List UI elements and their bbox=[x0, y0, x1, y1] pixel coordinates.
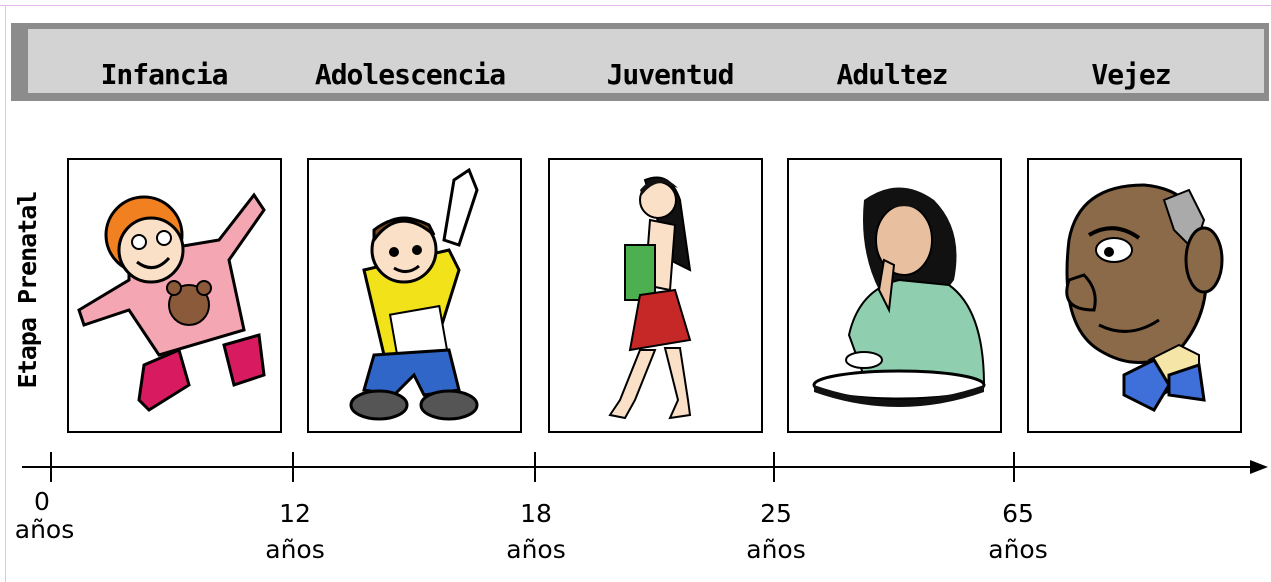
tick-label-18: 18 años bbox=[486, 500, 586, 564]
timeline-arrowhead bbox=[1250, 460, 1268, 474]
tick-unit: años bbox=[265, 535, 325, 564]
stage-juventud: Juventud bbox=[606, 58, 735, 91]
tick-unit: años bbox=[14, 515, 75, 544]
tick-value: 18 bbox=[520, 499, 552, 528]
young-woman-image bbox=[548, 158, 763, 433]
girl-toddler-icon bbox=[77, 192, 266, 412]
old-man-icon bbox=[1065, 183, 1224, 412]
tick-label-25: 25 años bbox=[726, 500, 826, 564]
tick-value: 65 bbox=[1002, 499, 1034, 528]
boy-waving-icon bbox=[349, 167, 479, 421]
stage-vejez: Vejez bbox=[1091, 58, 1171, 91]
boy-waving-image bbox=[307, 158, 522, 433]
woman-thinking-icon bbox=[812, 187, 986, 407]
stage-adolescencia: Adolescencia bbox=[314, 58, 506, 91]
left-border-line bbox=[5, 5, 6, 582]
stages-header-bar bbox=[11, 23, 1269, 101]
old-man-image bbox=[1027, 158, 1242, 433]
tick-label-0: 0 años bbox=[0, 488, 92, 544]
young-woman-icon bbox=[608, 176, 692, 420]
tick-unit: años bbox=[746, 535, 806, 564]
stages-header-inner bbox=[28, 29, 1264, 93]
tick-value: 25 bbox=[760, 499, 792, 528]
woman-thinking-image bbox=[787, 158, 1002, 433]
stage-infancia: Infancia bbox=[100, 58, 229, 91]
tick-unit: años bbox=[988, 535, 1048, 564]
top-border-line bbox=[0, 5, 1271, 6]
girl-toddler-image bbox=[67, 158, 282, 433]
tick-label-12: 12 años bbox=[245, 500, 345, 564]
tick-unit: años bbox=[506, 535, 566, 564]
stage-adultez: Adultez bbox=[836, 58, 948, 91]
tick-label-65: 65 años bbox=[968, 500, 1068, 564]
tick-value: 12 bbox=[279, 499, 311, 528]
tick-value: 0 bbox=[34, 487, 50, 516]
